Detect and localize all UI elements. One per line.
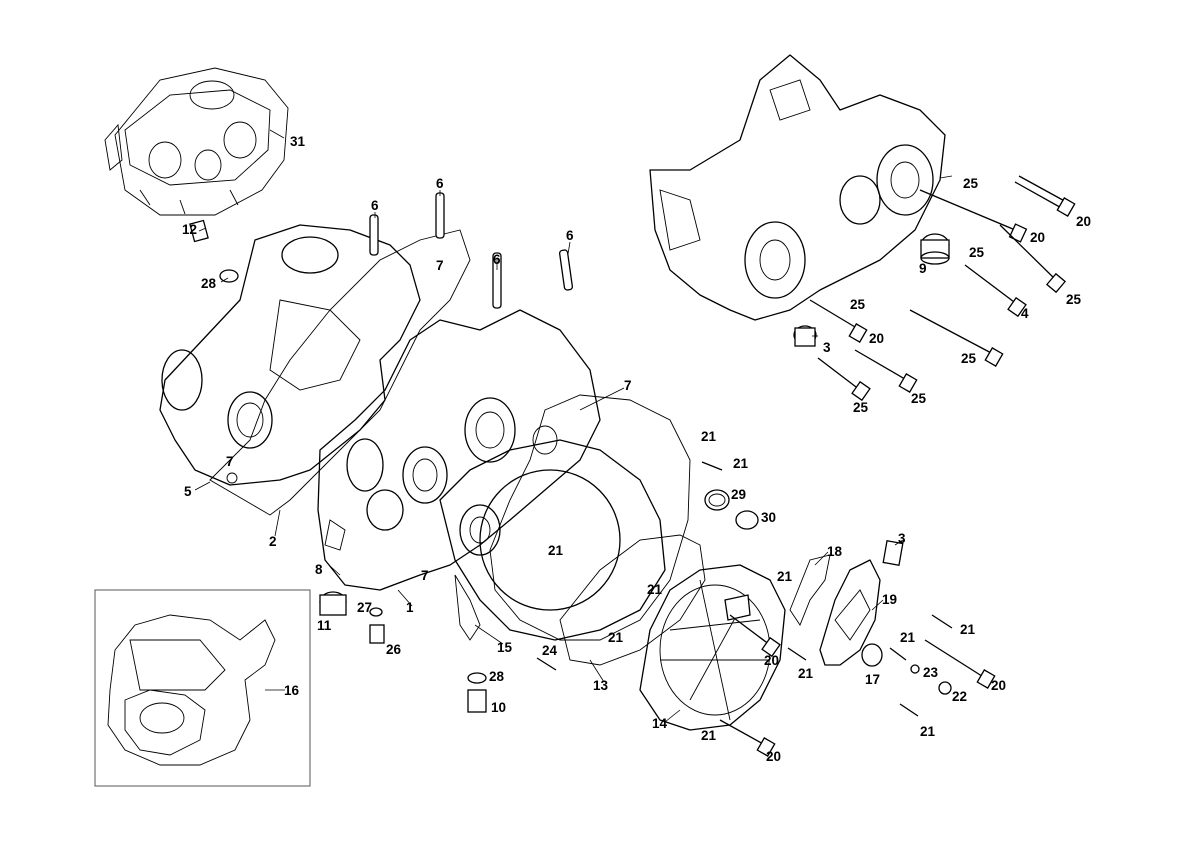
inner-clutch-cover: [439, 439, 666, 641]
bushings: [793, 233, 950, 347]
small-parts: [189, 219, 952, 713]
leader-lines: [194, 129, 953, 723]
callout-25: 25: [853, 400, 869, 415]
callout-28: 28: [489, 669, 505, 684]
callout-16: 16: [284, 683, 300, 698]
callout-20: 20: [766, 749, 781, 764]
callout-27: 27: [357, 600, 372, 615]
callout-18: 18: [827, 544, 843, 559]
gasket-set-inset: [94, 589, 311, 787]
callout-30: 30: [761, 510, 776, 525]
callout-21: 21: [798, 666, 814, 681]
callout-21: 21: [733, 456, 749, 471]
water-pump-cover: [819, 559, 881, 666]
callout-6: 6: [436, 176, 444, 191]
callout-29: 29: [731, 487, 746, 502]
callout-7: 7: [226, 454, 234, 469]
callout-6: 6: [566, 228, 574, 243]
callout-21: 21: [960, 622, 976, 637]
callout-9: 9: [919, 261, 927, 276]
callout-21: 21: [900, 630, 916, 645]
callout-21: 21: [701, 429, 717, 444]
callout-2: 2: [269, 534, 277, 549]
callout-13: 13: [593, 678, 609, 693]
callout-25: 25: [963, 176, 979, 191]
callout-7: 7: [624, 378, 632, 393]
callout-25: 25: [911, 391, 927, 406]
left-crankcase-half: [159, 224, 421, 486]
dowel-pins: [369, 192, 574, 309]
callout-21: 21: [647, 582, 663, 597]
callout-21: 21: [608, 630, 624, 645]
ignition-cover: [639, 564, 786, 731]
outer-cover-gasket: [559, 534, 706, 666]
callout-6: 6: [493, 252, 501, 267]
callout-14: 14: [652, 716, 668, 731]
callout-20: 20: [1030, 230, 1045, 245]
callout-31: 31: [290, 134, 306, 149]
callout-10: 10: [491, 700, 506, 715]
right-crankcase-assembly: [649, 54, 946, 321]
callout-22: 22: [952, 689, 967, 704]
callout-20: 20: [991, 678, 1006, 693]
callout-21: 21: [777, 569, 793, 584]
callout-17: 17: [865, 672, 880, 687]
callout-25: 25: [1066, 292, 1082, 307]
callout-5: 5: [184, 484, 192, 499]
crankcase-assembly-thumbnail: [104, 67, 289, 216]
crankcase-gasket: [209, 229, 471, 516]
oring-part-18: [789, 554, 831, 626]
callout-23: 23: [923, 665, 939, 680]
callout-20: 20: [764, 653, 779, 668]
bolts: [536, 175, 1076, 757]
callout-20: 20: [869, 331, 884, 346]
callout-19: 19: [882, 592, 897, 607]
callout-25: 25: [961, 351, 977, 366]
callout-7: 7: [421, 568, 429, 583]
callout-8: 8: [315, 562, 323, 577]
callout-12: 12: [182, 222, 197, 237]
callout-21: 21: [920, 724, 936, 739]
callout-6: 6: [371, 198, 379, 213]
callout-labels: 31 12 28 6 6 6 6 7 7 7 7 5 2 8 1 11 27 2…: [182, 134, 1091, 764]
callout-20: 20: [1076, 214, 1091, 229]
callout-4: 4: [1021, 306, 1029, 321]
callout-28: 28: [201, 276, 217, 291]
callout-11: 11: [317, 618, 332, 633]
callout-15: 15: [497, 640, 513, 655]
callout-25: 25: [969, 245, 985, 260]
callout-21: 21: [701, 728, 717, 743]
callout-25: 25: [850, 297, 866, 312]
callout-7: 7: [436, 258, 444, 273]
callout-24: 24: [542, 643, 558, 658]
callout-3: 3: [823, 340, 831, 355]
callout-3: 3: [898, 531, 906, 546]
callout-26: 26: [386, 642, 402, 657]
callout-1: 1: [406, 600, 414, 615]
callout-21: 21: [548, 543, 564, 558]
